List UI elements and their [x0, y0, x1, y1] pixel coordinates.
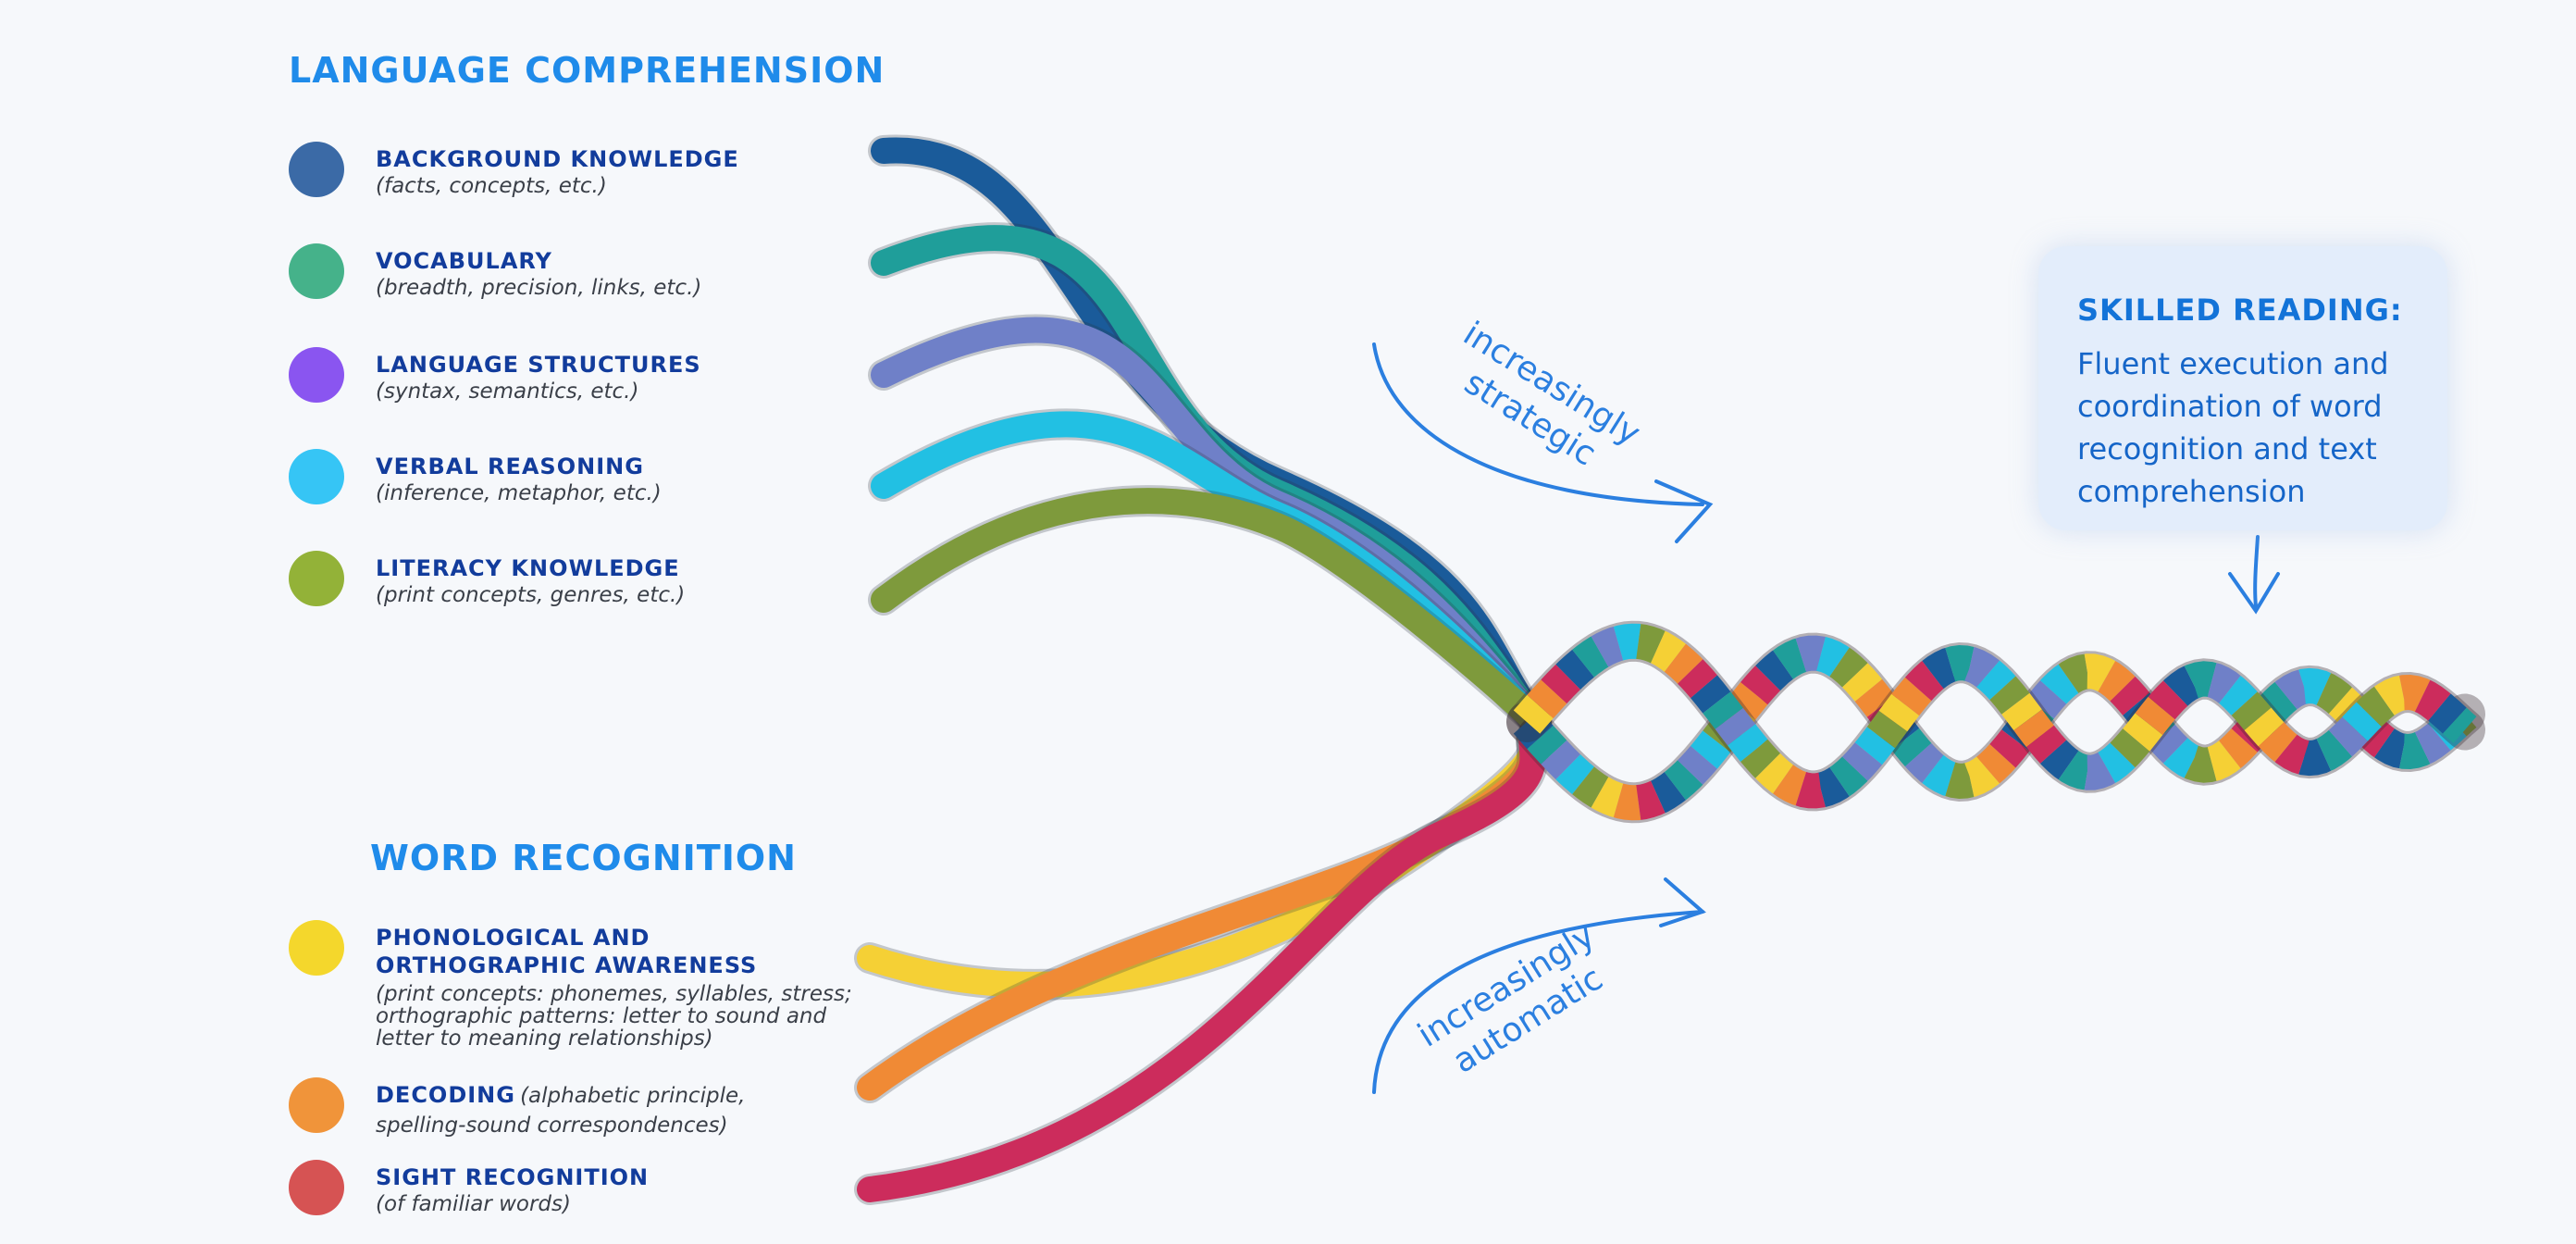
- color-dot-icon: [289, 920, 344, 976]
- legend-label: VOCABULARY: [376, 248, 552, 274]
- legend-item-verbal-reasoning: VERBAL REASONING(inference, metaphor, et…: [289, 449, 662, 506]
- legend-item-sight-recognition: SIGHT RECOGNITION(of familiar words): [289, 1160, 650, 1217]
- legend-label: DECODING: [376, 1082, 515, 1108]
- legend-item-phonological-awareness: PHONOLOGICAL AND ORTHOGRAPHIC AWARENESS(…: [289, 920, 857, 1051]
- skilled-reading-text: Fluent execution and coordination of wor…: [2077, 346, 2389, 509]
- braid-segment: [1513, 623, 2477, 809]
- strand-8: [857, 718, 1549, 1202]
- braid-segment: [1513, 635, 2477, 821]
- legend-item-literacy-knowledge: LITERACY KNOWLEDGE(print concepts, genre…: [289, 551, 686, 608]
- color-dot-icon: [289, 551, 344, 606]
- color-dot-icon: [289, 449, 344, 504]
- braid-segment: [1513, 635, 2477, 821]
- word-recognition-title: WORD RECOGNITION: [370, 838, 797, 878]
- legend-detail: (print concepts: phonemes, syllables, st…: [376, 982, 852, 1051]
- color-dot-icon: [289, 1160, 344, 1215]
- strand-6: [857, 718, 1549, 998]
- legend-detail: (alphabetic principle, spelling-sound co…: [376, 1084, 746, 1138]
- braid-segment: [1513, 623, 2477, 809]
- color-dot-icon: [289, 1077, 344, 1133]
- legend-item-vocabulary: VOCABULARY(breadth, precision, links, et…: [289, 243, 702, 301]
- skilled-reading-arrow-icon: [2228, 535, 2280, 615]
- braid-segment: [1513, 623, 2477, 809]
- legend-label: BACKGROUND KNOWLEDGE: [376, 146, 739, 172]
- color-dot-icon: [289, 347, 344, 403]
- language-comprehension-title: LANGUAGE COMPREHENSION: [289, 50, 886, 91]
- legend-item-language-structures: LANGUAGE STRUCTURES(syntax, semantics, e…: [289, 347, 701, 404]
- legend-label: VERBAL REASONING: [376, 454, 644, 479]
- automatic-arrow-icon: [1372, 877, 1706, 1094]
- legend-detail: (syntax, semantics, etc.): [376, 379, 639, 404]
- legend-detail: (facts, concepts, etc.): [376, 174, 607, 198]
- legend-item-decoding: DECODING (alphabetic principle, spelling…: [289, 1077, 764, 1142]
- skilled-reading-box: SKILLED READING: Fluent execution and co…: [2038, 246, 2447, 530]
- legend-label: SIGHT RECOGNITION: [376, 1164, 650, 1190]
- legend-detail: (breadth, precision, links, etc.): [376, 276, 702, 300]
- color-dot-icon: [289, 142, 344, 197]
- braid-segment: [1513, 635, 2477, 821]
- skilled-reading-title: SKILLED READING:: [2077, 292, 2403, 328]
- legend-item-background-knowledge: BACKGROUND KNOWLEDGE(facts, concepts, et…: [289, 142, 739, 199]
- color-dot-icon: [289, 243, 344, 299]
- legend-detail: (inference, metaphor, etc.): [376, 481, 662, 505]
- legend-detail: (of familiar words): [376, 1192, 571, 1216]
- legend-detail: (print concepts, genres, etc.): [376, 583, 686, 607]
- strand-5: [871, 488, 1549, 735]
- legend-label: LANGUAGE STRUCTURES: [376, 352, 701, 378]
- legend-label: LITERACY KNOWLEDGE: [376, 555, 680, 581]
- legend-label: PHONOLOGICAL AND ORTHOGRAPHIC AWARENESS: [376, 925, 758, 978]
- strategic-arrow-icon: [1372, 342, 1714, 543]
